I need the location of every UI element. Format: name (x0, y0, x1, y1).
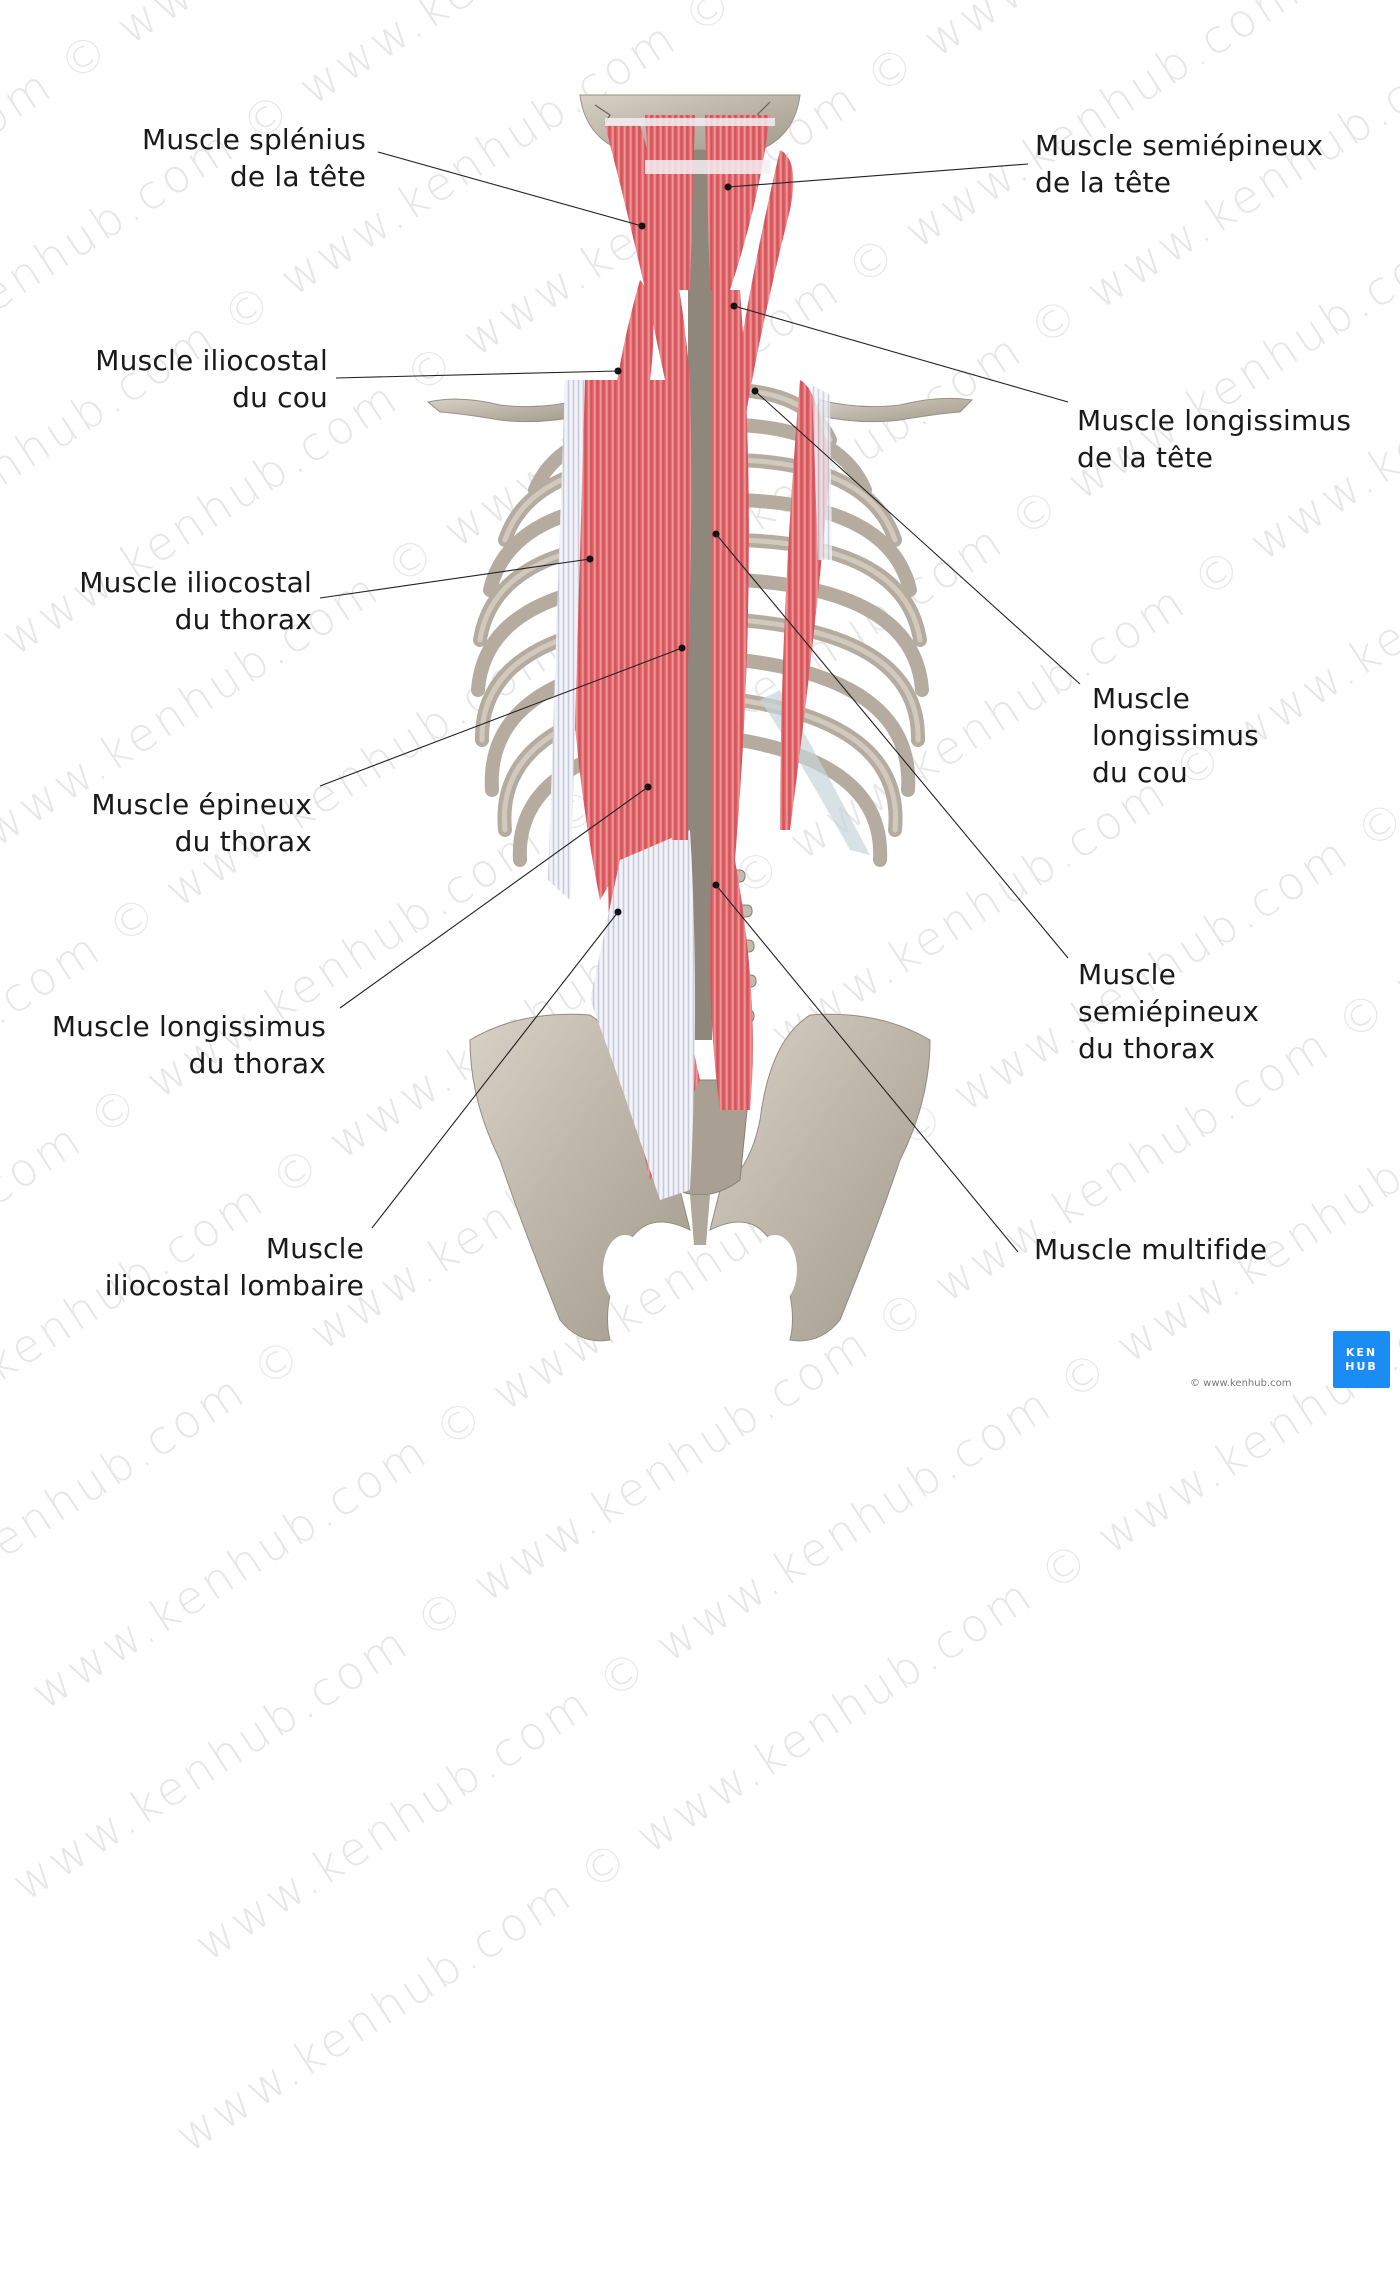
semispinalis-capitis-right (705, 115, 770, 290)
clavicle-right (814, 397, 974, 423)
label-line: Muscle iliocostal (79, 566, 312, 599)
label-splenius-capitis: Muscle splénius de la tête (142, 121, 366, 195)
label-line: du thorax (174, 603, 312, 636)
label-semispinalis-thoracis: Muscle semiépineux du thorax (1078, 956, 1259, 1067)
label-multifidus: Muscle multifide (1034, 1231, 1267, 1268)
label-line: iliocostal lombaire (104, 1269, 364, 1302)
logo-line-2: HUB (1345, 1359, 1378, 1373)
label-line: de la tête (1035, 166, 1172, 199)
pelvis (469, 1013, 931, 1342)
semispinalis-thoracis (712, 290, 749, 860)
label-longissimus-cervicis: Muscle longissimus du cou (1092, 680, 1259, 791)
semispinalis-capitis-left (645, 115, 695, 290)
label-semispinalis-capitis: Muscle semiépineux de la tête (1035, 127, 1323, 201)
label-line: du thorax (174, 825, 312, 858)
multifidus (709, 860, 753, 1110)
label-line: du cou (232, 381, 328, 414)
label-iliocostalis-lumborum: Muscle iliocostal lombaire (105, 1230, 364, 1304)
label-line: du thorax (188, 1047, 326, 1080)
label-line: semiépineux (1078, 995, 1260, 1028)
label-spinalis-thoracis: Muscle épineux du thorax (91, 786, 312, 860)
label-line: du cou (1092, 756, 1188, 789)
label-iliocostalis-thoracis: Muscle iliocostal du thorax (79, 564, 312, 638)
label-line: Muscle semiépineux (1035, 129, 1324, 162)
label-line: Muscle (1092, 682, 1191, 715)
kenhub-logo[interactable]: KEN HUB (1333, 1331, 1390, 1388)
label-longissimus-capitis: Muscle longissimus de la tête (1077, 402, 1351, 476)
label-iliocostalis-cervicis: Muscle iliocostal du cou (95, 342, 328, 416)
label-line: Muscle (265, 1232, 364, 1265)
label-line: de la tête (229, 160, 366, 193)
label-line: de la tête (1077, 441, 1214, 474)
label-line: Muscle épineux (91, 788, 312, 821)
label-longissimus-thoracis: Muscle longissimus du thorax (52, 1008, 326, 1082)
label-line: Muscle (1078, 958, 1177, 991)
label-line: Muscle longissimus (1077, 404, 1352, 437)
logo-line-1: KEN (1345, 1345, 1378, 1359)
copyright-text: © www.kenhub.com (1190, 1378, 1292, 1389)
label-line: Muscle longissimus (51, 1010, 326, 1043)
clavicle-left (426, 398, 586, 423)
label-line: Muscle multifide (1034, 1233, 1268, 1266)
label-line: Muscle iliocostal (95, 344, 328, 377)
label-line: Muscle splénius (141, 123, 366, 156)
label-line: longissimus (1092, 719, 1259, 752)
label-line: du thorax (1078, 1032, 1216, 1065)
